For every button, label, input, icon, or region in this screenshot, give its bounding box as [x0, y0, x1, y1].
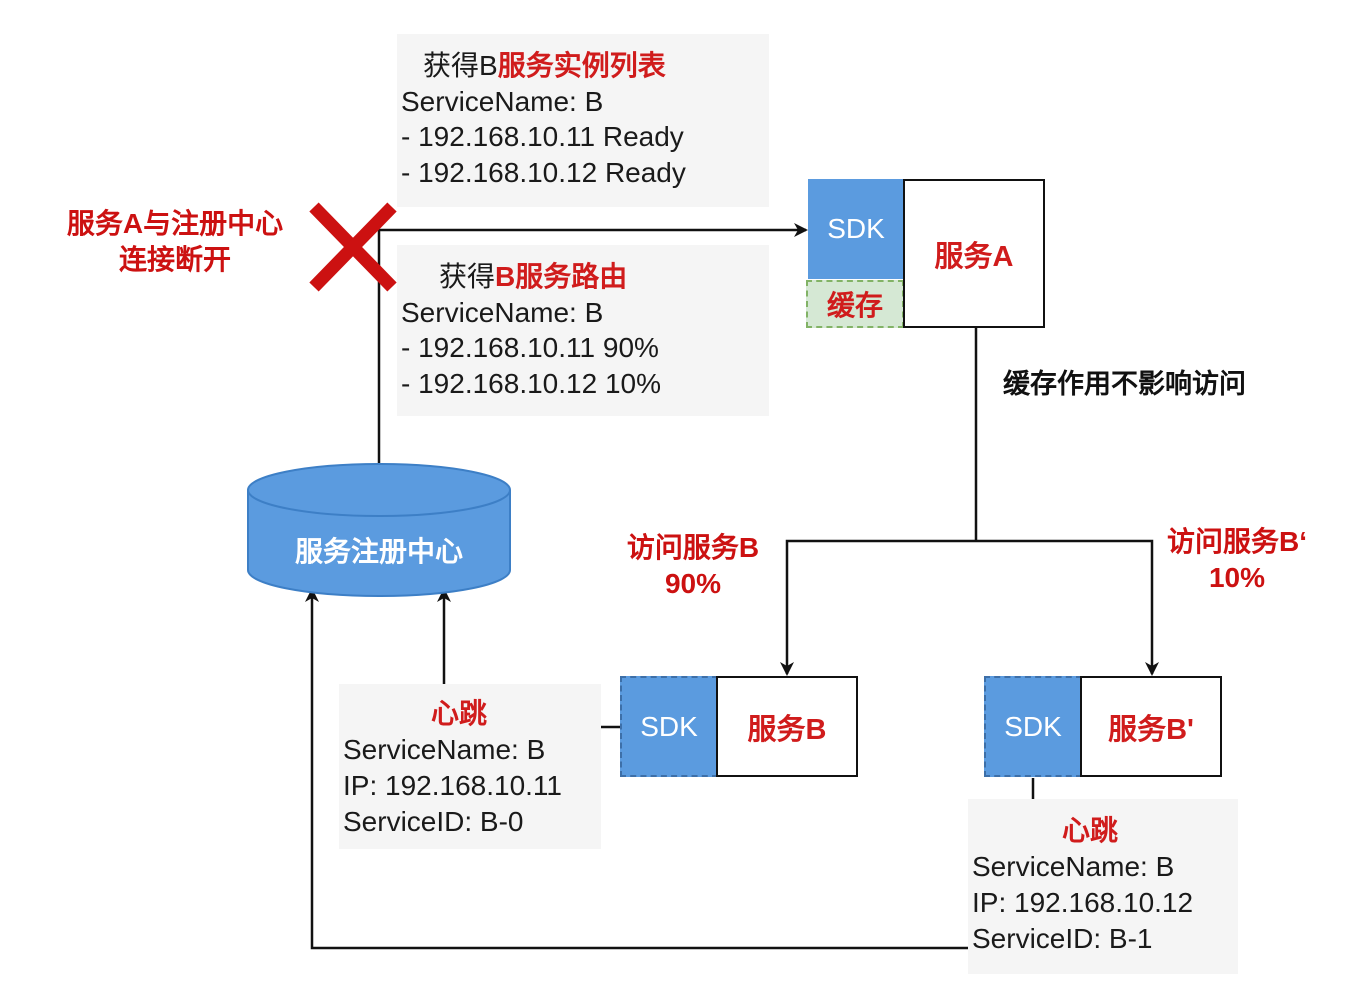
service-a-cache: 缓存: [806, 280, 904, 328]
heartbeat-b-note: 心跳 ServiceName: B IP: 192.168.10.11 Serv…: [339, 684, 601, 849]
heartbeat-b2-to-registry-arrow: [305, 588, 968, 950]
cache-note: 缓存作用不影响访问: [1003, 369, 1246, 399]
route-service-name: ServiceName: B: [401, 296, 604, 328]
instance-list-item: - 192.168.10.11 Ready: [401, 121, 684, 152]
instance-list-item: - 192.168.10.12 Ready: [401, 156, 686, 188]
instance-list-title: 获得B: [423, 50, 498, 81]
split-to-service-b2-line: [976, 539, 1159, 676]
heartbeat-b-service-name: ServiceName: B: [343, 734, 546, 765]
disconnect-label: 服务A与注册中心 连接断开: [66, 208, 284, 275]
heartbeat-b2-service-name: ServiceName: B: [972, 851, 1175, 882]
split-to-service-b-line: [780, 539, 976, 676]
registry-cylinder: [247, 463, 511, 597]
instance-list-service-name: ServiceName: B: [401, 85, 604, 117]
registry-to-service-a-line: [377, 223, 808, 466]
instance-list-note: 获得B服务实例列表 ServiceName: B - 192.168.10.11…: [397, 34, 769, 207]
heartbeat-b2-service-id: ServiceID: B-1: [972, 923, 1153, 954]
service-b2-sdk: SDK: [984, 676, 1082, 777]
disconnect-cross-icon: [309, 202, 397, 292]
heartbeat-b2-note: 心跳 ServiceName: B IP: 192.168.10.12 Serv…: [968, 799, 1238, 974]
registry-label: 服务注册中心: [294, 536, 463, 567]
service-b2-box: 服务B': [1080, 676, 1222, 777]
heartbeat-b-ip: IP: 192.168.10.11: [343, 770, 562, 801]
service-b-box: 服务B: [716, 676, 858, 777]
route-note: 获得B服务路由 ServiceName: B - 192.168.10.11 9…: [397, 245, 769, 416]
access-service-b2-label: 访问服务B‘ 10%: [1166, 526, 1307, 593]
route-item: - 192.168.10.12 10%: [401, 367, 661, 399]
service-b-sdk: SDK: [620, 676, 718, 777]
heartbeat-b2-title: 心跳: [1062, 815, 1119, 846]
service-a-sdk: SDK: [808, 179, 904, 279]
heartbeat-b2-ip: IP: 192.168.10.12: [972, 887, 1194, 918]
heartbeat-b-title: 心跳: [431, 698, 488, 729]
heartbeat-b-service-id: ServiceID: B-0: [343, 806, 524, 837]
route-title-highlight: B服务路由: [495, 261, 628, 292]
access-service-b-label: 访问服务B 90%: [626, 532, 760, 599]
service-a-box: 服务A: [903, 179, 1045, 328]
route-title: 获得: [439, 261, 496, 292]
route-item: - 192.168.10.11 90%: [401, 332, 659, 363]
instance-list-title-highlight: 服务实例列表: [497, 50, 666, 81]
